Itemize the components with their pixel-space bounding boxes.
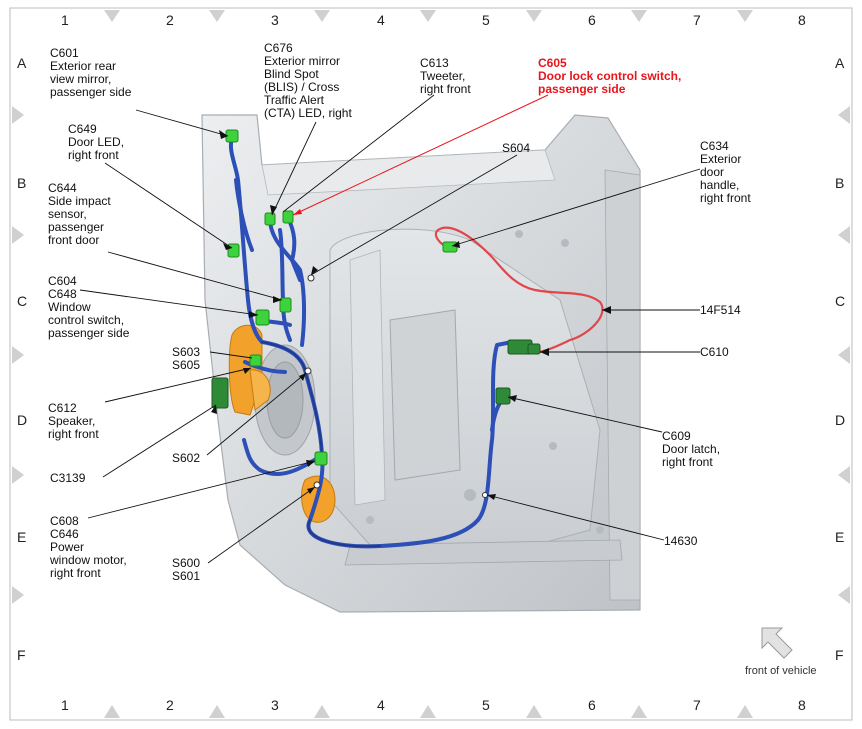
grid-row-f-left: F (17, 647, 26, 663)
label-s604: S604 (502, 141, 531, 155)
label-s602: S602 (172, 451, 201, 465)
label-front-of-vehicle: front of vehicle (745, 665, 817, 677)
label-s600-s601: S600 S601 (172, 556, 201, 583)
connector-c676 (264, 212, 276, 226)
connector-c612 (211, 377, 229, 409)
label-14f514: 14F514 (700, 303, 741, 317)
label-c612: C612 Speaker, right front (48, 401, 99, 441)
harness-14f514 (434, 226, 604, 354)
label-14630: 14630 (664, 534, 698, 548)
grid-row-f-right: F (835, 647, 844, 663)
label-c634: C634 Exterior door handle, right front (700, 139, 751, 205)
grid-col-1-top: 1 (61, 12, 69, 28)
grid-col-8-bottom: 8 (798, 697, 806, 713)
grid-row-e-left: E (17, 529, 27, 545)
connector-c604 (255, 309, 270, 326)
grid-col-4-bottom: 4 (377, 697, 385, 713)
grid-col-8-top: 8 (798, 12, 806, 28)
grid-col-6-top: 6 (588, 12, 596, 28)
callout-arrowhead-c605 (293, 209, 302, 215)
callout-arrowheads (211, 130, 611, 500)
splice-s604 (307, 274, 315, 282)
grid-col-7-bottom: 7 (693, 697, 701, 713)
label-c676: C676 Exterior mirror Blind Spot (BLIS) /… (264, 41, 352, 120)
grid-col-2-bottom: 2 (166, 697, 174, 713)
label-c649: C649 Door LED, right front (68, 122, 125, 162)
label-c605: C605 Door lock control switch, passenger… (538, 56, 682, 96)
grid-col-4-top: 4 (377, 12, 385, 28)
connector-c610-b (527, 343, 541, 355)
label-c610: C610 (700, 345, 729, 359)
grid-row-b-left: B (17, 175, 27, 191)
arrow-up-left-icon (761, 627, 793, 659)
grid-col-5-top: 5 (482, 12, 490, 28)
connector-c634 (442, 241, 458, 253)
connector-c608 (314, 451, 328, 466)
label-c3139: C3139 (50, 471, 86, 485)
grid-row-c-left: C (17, 293, 28, 309)
connector-c605 (282, 210, 294, 224)
splice-s600 (313, 481, 321, 489)
grid-row-d-right: D (835, 412, 846, 428)
grid-col-6-bottom: 6 (588, 697, 596, 713)
callout-lines (79, 94, 701, 564)
grid-row-c-right: C (835, 293, 846, 309)
grid-col-3-top: 3 (271, 12, 279, 28)
grid-ticks (12, 10, 850, 718)
grid-col-5-bottom: 5 (482, 697, 490, 713)
grid-col-2-top: 2 (166, 12, 174, 28)
label-c613: C613 Tweeter, right front (420, 56, 471, 96)
connector-s603 (249, 354, 262, 367)
grid-row-e-right: E (835, 529, 845, 545)
label-c608-c646: C608 C646 Power window motor, right fron… (50, 514, 127, 580)
connector-c609 (495, 387, 511, 405)
label-s603-s605: S603 S605 (172, 345, 201, 372)
connectors (211, 129, 541, 498)
door-panel (201, 114, 641, 613)
label-c609: C609 Door latch, right front (662, 429, 721, 469)
label-c604-c648: C604 C648 Window control switch, passeng… (48, 274, 130, 340)
connector-c644 (279, 297, 292, 313)
label-c601: C601 Exterior rear view mirror, passenge… (50, 46, 132, 99)
grid-row-a-left: A (17, 55, 27, 71)
splice-14630 (482, 492, 488, 498)
grid-row-b-right: B (835, 175, 845, 191)
grid-col-1-bottom: 1 (61, 697, 69, 713)
grid-col-3-bottom: 3 (271, 697, 279, 713)
grid-row-d-left: D (17, 412, 28, 428)
callout-line-c605 (292, 94, 549, 216)
grid-row-a-right: A (835, 55, 845, 71)
label-c644: C644 Side impact sensor, passenger front… (48, 181, 111, 247)
grid-col-7-top: 7 (693, 12, 701, 28)
splice-s602 (304, 367, 312, 375)
